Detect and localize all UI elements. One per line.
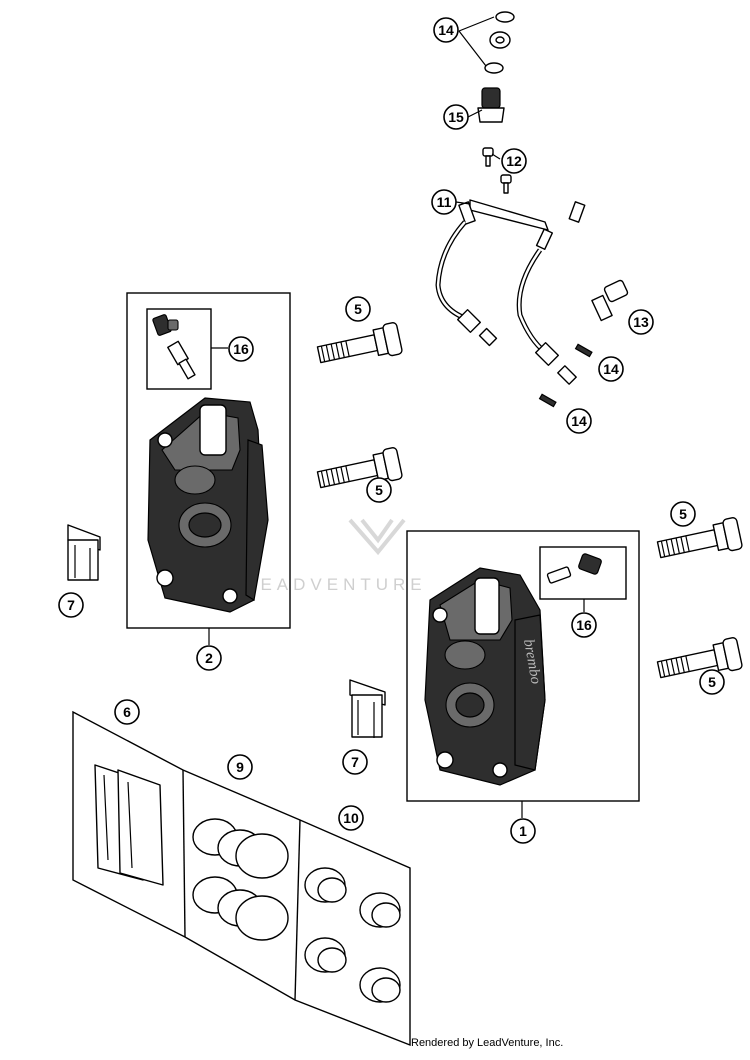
svg-text:14: 14 — [571, 413, 587, 429]
o-ring-small-b — [538, 393, 557, 408]
callout-5-fourth: 5 — [699, 669, 725, 695]
callout-14-low: 14 — [566, 408, 592, 434]
footer-credit: Rendered by LeadVenture, Inc. — [411, 1037, 564, 1049]
svg-text:7: 7 — [351, 754, 359, 770]
callout-1: 1 — [510, 818, 536, 844]
piston-seals — [304, 867, 401, 1003]
svg-text:14: 14 — [603, 361, 619, 377]
watermark: LEADVENTURE — [246, 518, 427, 594]
callout-10: 10 — [338, 805, 364, 831]
svg-text:9: 9 — [236, 759, 244, 775]
leader-lines — [455, 16, 501, 205]
pad-spring-clip-left — [67, 524, 101, 581]
svg-text:6: 6 — [123, 704, 131, 720]
service-kit-panel — [72, 710, 411, 1047]
callout-7-left: 7 — [58, 592, 84, 618]
brake-pistons — [192, 818, 289, 941]
svg-text:5: 5 — [679, 506, 687, 522]
bleeder-kit-box-left — [146, 308, 212, 390]
callout-5-top: 5 — [345, 296, 371, 322]
bleeder-kit-left — [152, 314, 196, 380]
svg-text:16: 16 — [233, 341, 249, 357]
callout-16-left: 16 — [228, 336, 254, 362]
svg-text:7: 7 — [67, 597, 75, 613]
bleeder-screw — [477, 87, 505, 123]
washer-top — [495, 11, 515, 23]
callout-2: 2 — [196, 645, 222, 671]
caliper-1-box — [406, 530, 640, 802]
caliper-logo: brembo — [520, 638, 544, 686]
callout-5-third: 5 — [670, 501, 696, 527]
svg-text:5: 5 — [708, 674, 716, 690]
bleeder-kit-box-right — [539, 546, 627, 600]
o-ring-small-a — [574, 343, 593, 358]
callout-12: 12 — [501, 148, 527, 174]
svg-text:11: 11 — [437, 194, 452, 210]
svg-text:5: 5 — [354, 301, 362, 317]
mounting-bolts — [316, 322, 743, 679]
brake-line-assembly — [435, 11, 629, 408]
callout-5-second: 5 — [366, 477, 392, 503]
svg-text:10: 10 — [343, 810, 359, 826]
callout-15: 15 — [443, 104, 469, 130]
svg-text:16: 16 — [576, 617, 592, 633]
svg-text:15: 15 — [448, 109, 464, 125]
bleeder-kit-right — [546, 553, 602, 584]
callout-11: 11 — [431, 189, 457, 215]
callout-6: 6 — [114, 699, 140, 725]
svg-text:1: 1 — [519, 823, 527, 839]
brake-caliper-left — [147, 397, 269, 613]
small-bolts — [482, 147, 512, 194]
callout-14-mid: 14 — [598, 356, 624, 382]
washer-bottom — [484, 62, 504, 74]
banjo-bolt — [591, 279, 629, 322]
brake-pads — [94, 764, 164, 886]
watermark-text: LEADVENTURE — [246, 575, 427, 594]
pad-spring-clip-right — [349, 679, 386, 738]
callout-16-right: 16 — [571, 612, 597, 638]
svg-text:5: 5 — [375, 482, 383, 498]
svg-text:12: 12 — [506, 153, 522, 169]
svg-text:2: 2 — [205, 650, 213, 666]
svg-text:13: 13 — [633, 314, 649, 330]
callout-14-top: 14 — [433, 17, 459, 43]
callout-7-right: 7 — [342, 749, 368, 775]
svg-text:14: 14 — [438, 22, 454, 38]
callout-9: 9 — [227, 754, 253, 780]
callout-13: 13 — [628, 309, 654, 335]
brake-caliper-right: brembo — [424, 567, 546, 786]
